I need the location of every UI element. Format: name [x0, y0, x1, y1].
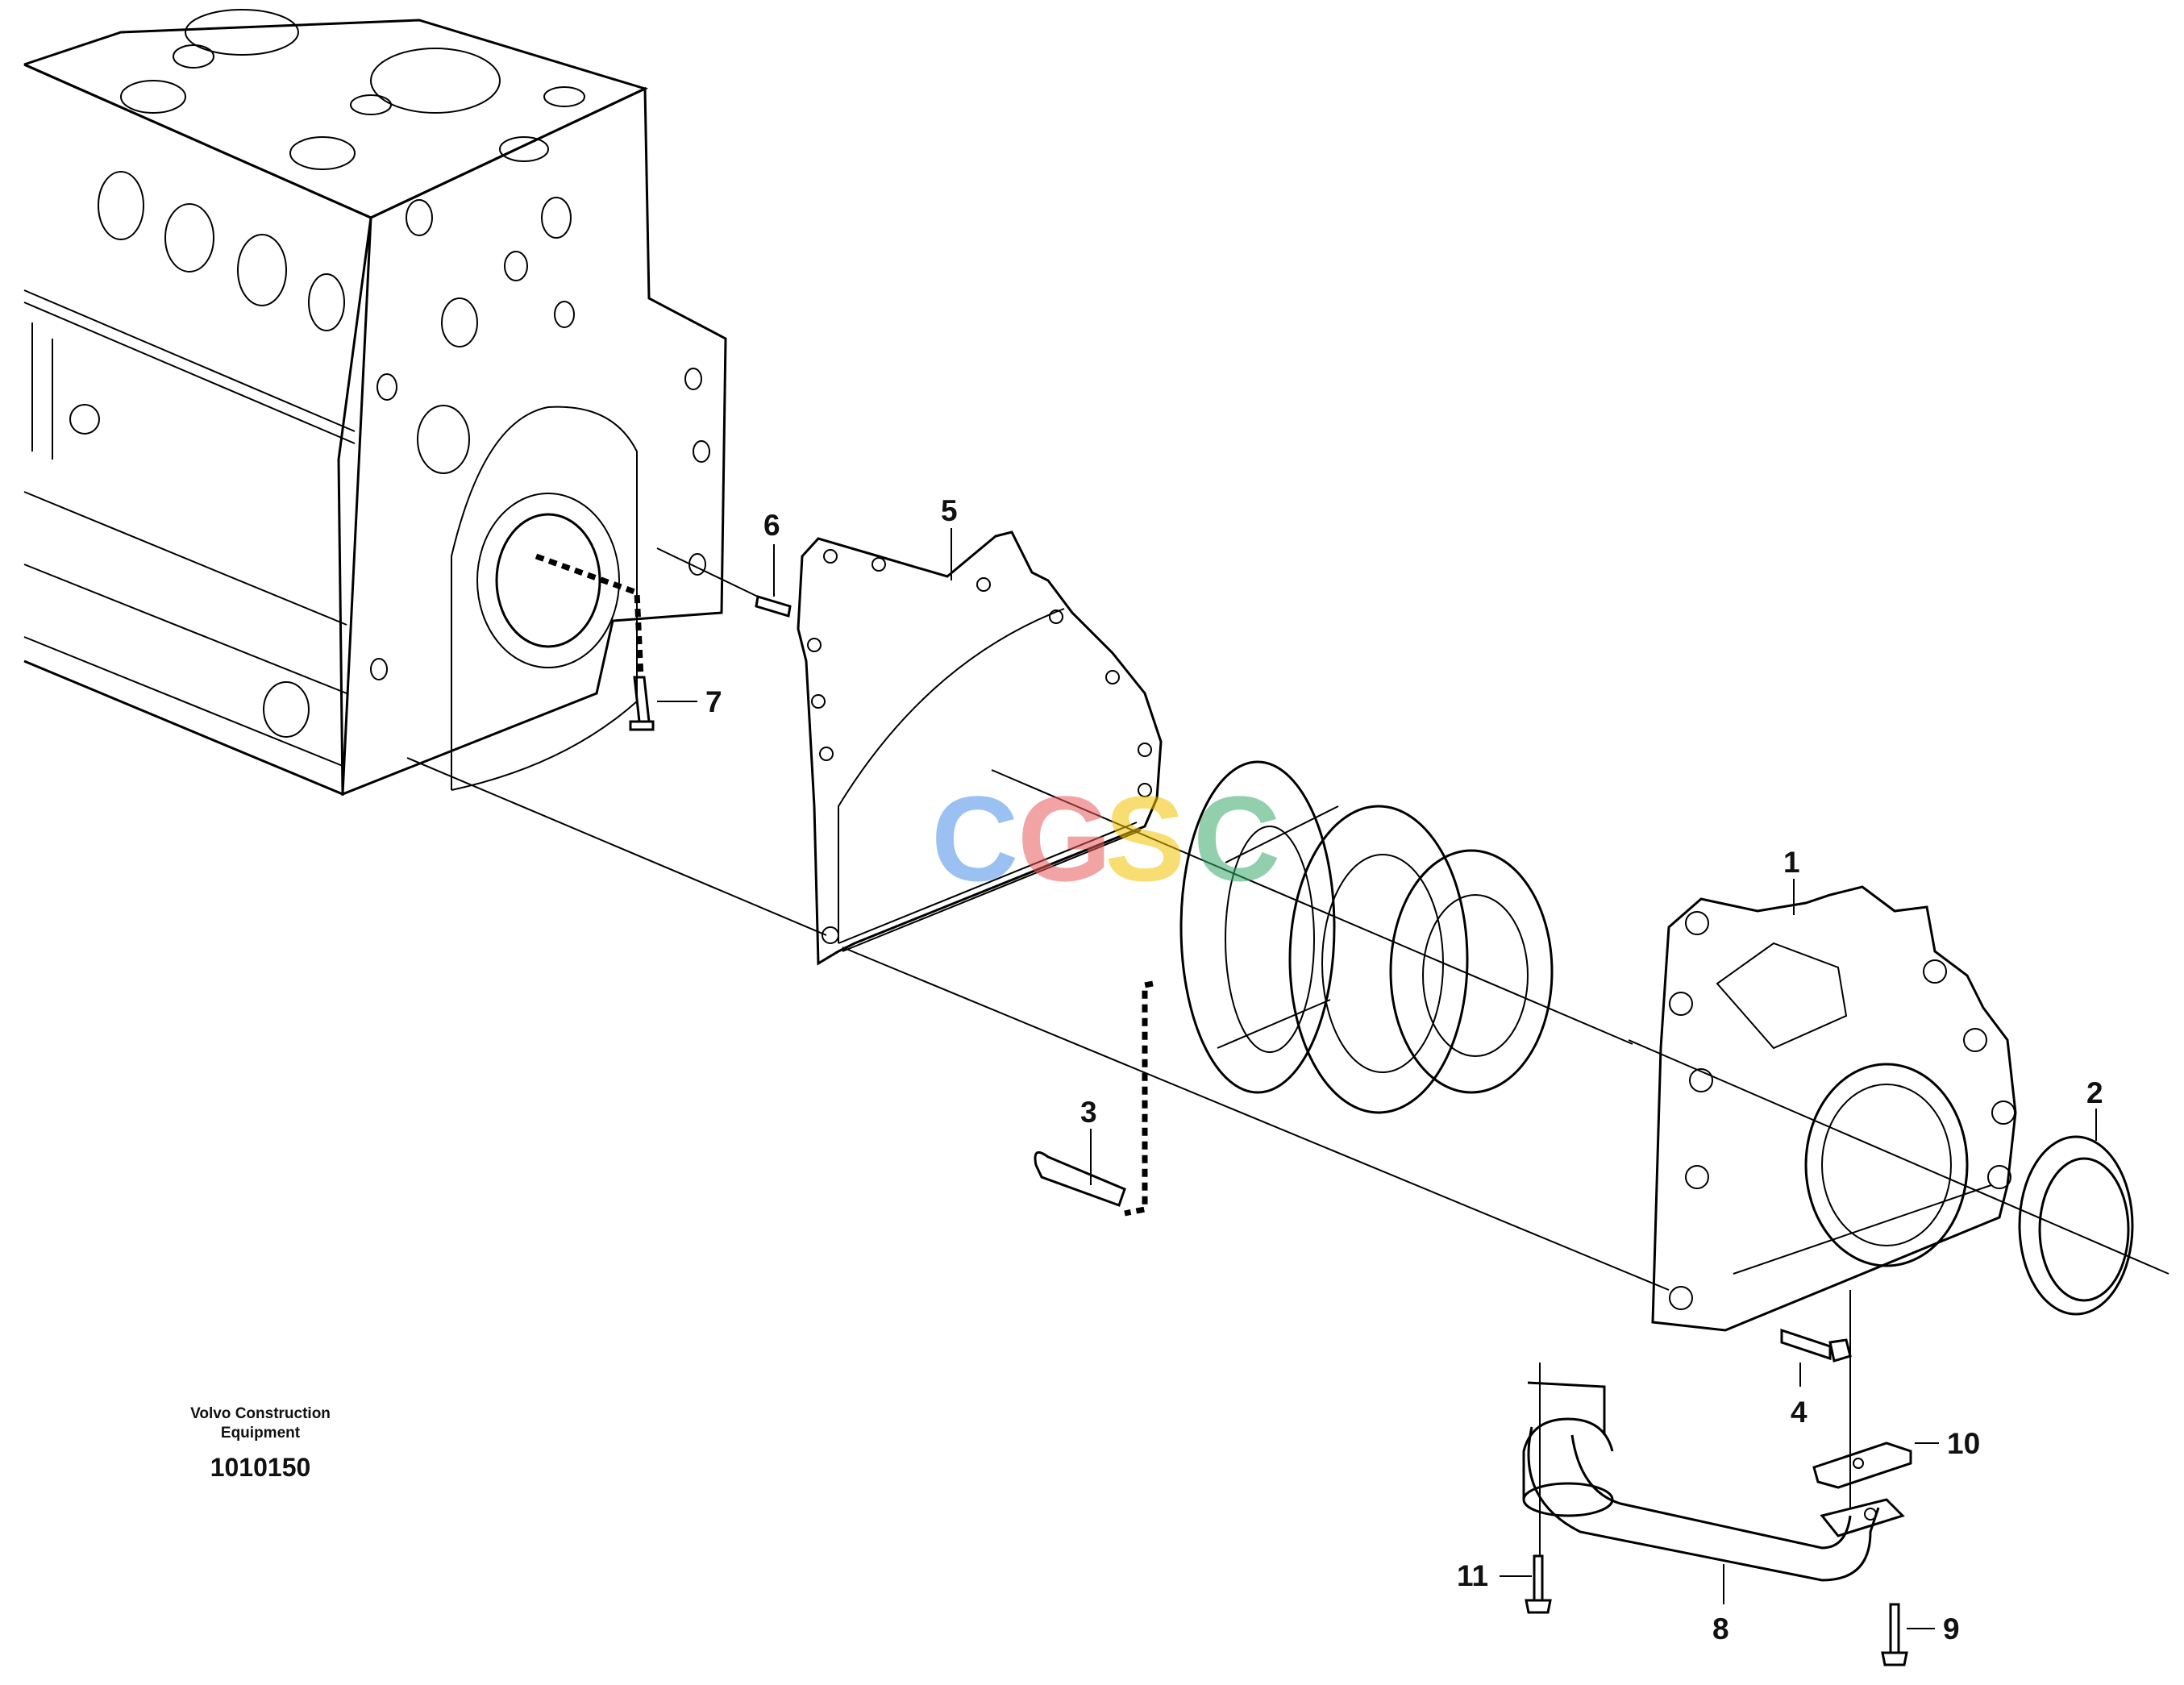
callout-4: 4	[1791, 1396, 1808, 1429]
bolt-4	[1780, 1328, 1852, 1363]
caption-line-1: Volvo Construction	[190, 1405, 331, 1422]
callout-1: 1	[1783, 846, 1800, 879]
crankshaft-seal	[2018, 1135, 2134, 1316]
caption-block: Volvo Construction Equipment 1010150	[190, 1405, 331, 1482]
callout-labels: 1 2 3 4 5 6 7 8 9 10 11	[705, 494, 2103, 1645]
alignment-lines	[406, 547, 2169, 1556]
callout-2: 2	[2086, 1076, 2103, 1109]
oil-suction-pipe	[1522, 1381, 1905, 1582]
watermark-letter-c2: C	[1193, 771, 1280, 906]
callout-7: 7	[705, 685, 722, 718]
callout-11: 11	[1457, 1559, 1488, 1592]
dowel-pin-6	[755, 595, 792, 618]
engine-block	[23, 9, 727, 797]
watermark-letter-c1: C	[931, 771, 1018, 906]
timing-cover-housing	[1651, 885, 2017, 1332]
bolt-11	[1525, 1554, 1552, 1614]
watermark: C G S C	[931, 771, 1280, 906]
plug-7	[629, 676, 655, 731]
watermark-letter-s: S	[1104, 771, 1185, 906]
callout-9: 9	[1943, 1612, 1960, 1645]
callout-10: 10	[1947, 1427, 1980, 1460]
idler-hub-flange	[1179, 760, 1339, 1094]
callout-5: 5	[941, 494, 958, 527]
bolt-3	[1034, 1150, 1126, 1207]
leader-lines	[657, 528, 2097, 1629]
pipe-flange-gasket	[1812, 1442, 1912, 1489]
crankshaft-gear	[1288, 805, 1554, 1114]
bolt-9	[1881, 1603, 1908, 1666]
callout-6: 6	[763, 509, 780, 542]
timing-cover-gasket	[797, 530, 1163, 966]
part-number: 1010150	[210, 1453, 311, 1482]
caption-line-2: Equipment	[221, 1425, 301, 1442]
watermark-letter-g: G	[1017, 771, 1112, 906]
callout-3: 3	[1080, 1096, 1097, 1129]
callout-8: 8	[1712, 1612, 1729, 1645]
